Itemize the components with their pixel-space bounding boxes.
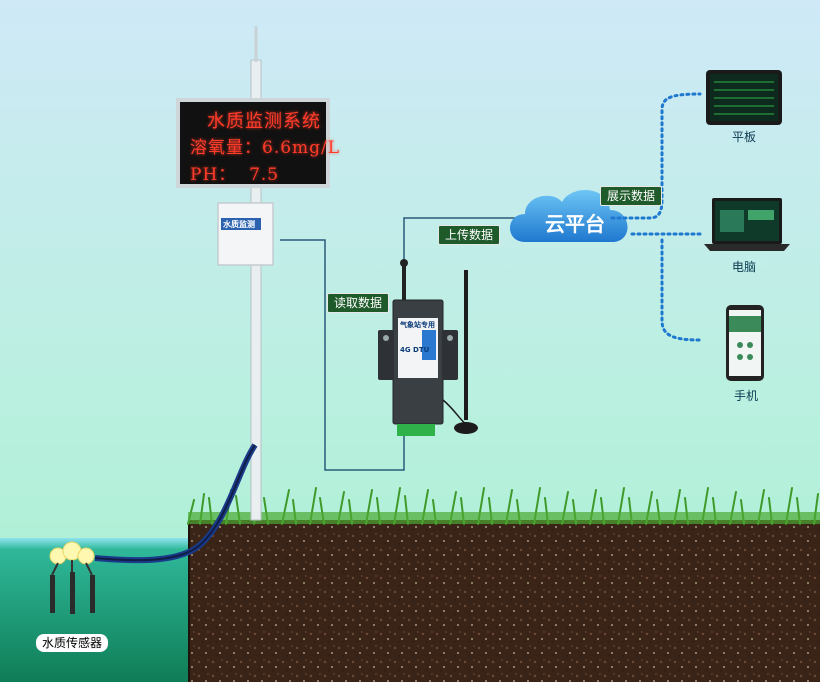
sensor-float-group xyxy=(49,541,95,614)
phone-device xyxy=(726,305,764,381)
device-label-computer: 电脑 xyxy=(732,260,757,274)
control-box-label: 水质监测 xyxy=(223,220,255,229)
dtu-title: 气象站专用 xyxy=(400,321,435,329)
led-board xyxy=(176,98,330,188)
label-read-data: 读取数据 xyxy=(327,293,390,313)
soil-block xyxy=(188,520,820,682)
led-line-title: 水质监测系统 xyxy=(207,111,321,132)
cloud-shape xyxy=(510,190,628,242)
computer-device xyxy=(704,198,790,251)
cloud-label: 云平台 xyxy=(545,212,605,236)
control-box xyxy=(217,202,274,266)
led-line-oxygen: 溶氧量：6.6mg/L xyxy=(190,138,341,158)
device-label-phone: 手机 xyxy=(734,389,759,403)
label-upload-data: 上传数据 xyxy=(438,225,501,245)
dtu-model: 4G DTU xyxy=(400,346,430,354)
label-display-data: 展示数据 xyxy=(600,186,663,206)
tablet-device xyxy=(706,70,782,125)
led-line-ph: PH： 7.5 xyxy=(190,165,280,185)
device-label-tablet: 平板 xyxy=(732,130,757,144)
sensor-label: 水质传感器 xyxy=(36,634,109,652)
link-read-data xyxy=(280,239,405,471)
